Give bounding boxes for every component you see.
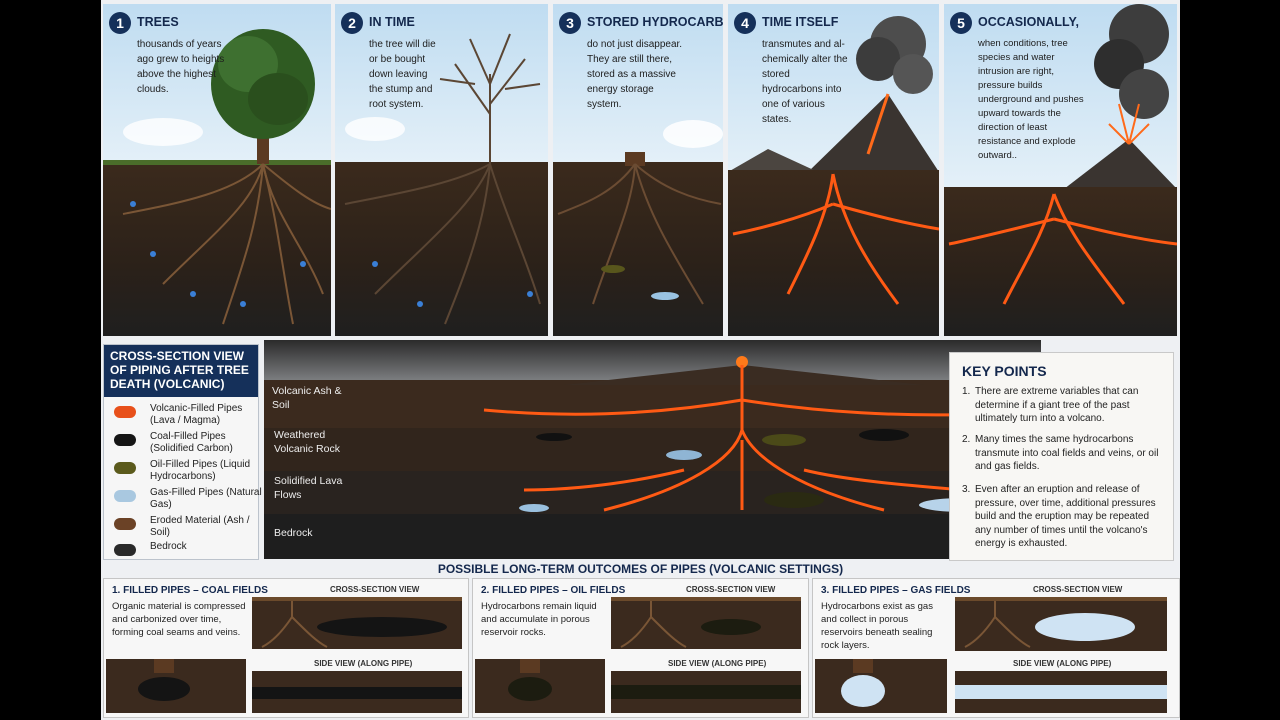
- key-points-title: KEY POINTS: [962, 363, 1047, 379]
- coal-side-label: SIDE VIEW (ALONG PIPE): [314, 659, 413, 668]
- panel-3-illustration: [553, 4, 723, 336]
- panel-occasionally: 5 OCCASIONALLY, when conditions, tree sp…: [944, 4, 1177, 336]
- coal-stump-illustration: [106, 659, 246, 713]
- panel-5-illustration: [944, 4, 1177, 336]
- panel-in-time: 2 IN TIME the tree will die or be bought…: [335, 4, 548, 336]
- panel-text-trees: thousands of years ago grew to heights a…: [137, 39, 225, 95]
- oil-side-view-illustration: [611, 671, 801, 713]
- oil-cross-section-illustration: [611, 597, 801, 649]
- panel-title-trees: TREES: [137, 15, 179, 29]
- infographic-sheet: 1 TREES thousands of years ago grew to h…: [101, 0, 1180, 720]
- coal-cross-section-illustration: [252, 597, 462, 649]
- panel-text-in-time: the tree will die or be bought down leav…: [369, 39, 436, 110]
- panel-text-occasionally: when conditions, tree species and water …: [978, 38, 1084, 161]
- outcome-title-gas: 3. FILLED PIPES – GAS FIELDS: [821, 585, 971, 596]
- panel-title-time-itself: TIME ITSELF: [762, 15, 839, 29]
- gas-stump-illustration: [815, 659, 947, 713]
- panel-title-stored-hydrocarbons: STORED HYDROCARBONS: [587, 15, 723, 29]
- gas-side-view-illustration: [955, 671, 1167, 713]
- lava-swatch-icon: [114, 406, 136, 418]
- step-number-4: 4: [734, 12, 756, 34]
- bedrock-swatch-icon: [114, 544, 136, 556]
- coal-swatch-icon: [114, 434, 136, 446]
- key-points-box: KEY POINTS 1. There are extreme variable…: [949, 352, 1174, 561]
- cross-section-title: CROSS-SECTION VIEW OF PIPING AFTER TREE …: [104, 345, 258, 397]
- panel-time-itself: 4 TIME ITSELF transmutes and al-chemical…: [728, 4, 939, 336]
- layer-label-ash-soil: Volcanic Ash & Soil: [272, 385, 342, 411]
- volcanic-cross-section: Volcanic Ash & Soil Weathered Volcanic R…: [264, 340, 1041, 559]
- panel-text-time-itself: transmutes and al-chemically alter the s…: [762, 39, 848, 125]
- panel-title-in-time: IN TIME: [369, 15, 415, 29]
- gas-cross-section-illustration: [955, 597, 1167, 651]
- oil-cross-label: CROSS-SECTION VIEW: [686, 585, 776, 594]
- panel-stored-hydrocarbons: 3 STORED HYDROCARBONS do not just disapp…: [553, 4, 723, 336]
- outcome-text-oil: Hydrocarbons remain liquid and accumulat…: [481, 601, 597, 638]
- gas-cross-label: CROSS-SECTION VIEW: [1033, 585, 1123, 594]
- cross-section-illustration: [264, 340, 1041, 559]
- outcome-title-coal: 1. FILLED PIPES – COAL FIELDS: [112, 585, 268, 596]
- coal-cross-label: CROSS-SECTION VIEW: [330, 585, 420, 594]
- outcome-text-gas: Hydrocarbons exist as gas and collect in…: [821, 601, 933, 651]
- outcome-oil-fields: 2. FILLED PIPES – OIL FIELDS Hydrocarbon…: [472, 578, 809, 718]
- outcome-coal-fields: 1. FILLED PIPES – COAL FIELDS Organic ma…: [103, 578, 469, 718]
- outcome-title-oil: 2. FILLED PIPES – OIL FIELDS: [481, 585, 626, 596]
- panel-1-illustration: [103, 4, 331, 336]
- cross-section-legend: CROSS-SECTION VIEW OF PIPING AFTER TREE …: [103, 344, 262, 560]
- panel-trees: 1 TREES thousands of years ago grew to h…: [103, 4, 331, 336]
- panel-4-illustration: [728, 4, 939, 336]
- panel-text-stored-hydrocarbons: do not just disappear. They are still th…: [587, 39, 683, 110]
- step-number-2: 2: [341, 12, 363, 34]
- coal-side-view-illustration: [252, 671, 462, 713]
- step-number-5: 5: [950, 12, 972, 34]
- oil-swatch-icon: [114, 462, 136, 474]
- panel-2-illustration: [335, 4, 548, 336]
- outcome-gas-fields: 3. FILLED PIPES – GAS FIELDS Hydrocarbon…: [812, 578, 1180, 718]
- gas-side-label: SIDE VIEW (ALONG PIPE): [1013, 659, 1112, 668]
- key-point-2: 2. Many times the same hydrocarbons tran…: [962, 434, 1159, 472]
- outcomes-title: POSSIBLE LONG-TERM OUTCOMES OF PIPES (VO…: [437, 562, 844, 576]
- layer-label-lava-flows: Solidified Lava Flows: [274, 475, 343, 501]
- layer-label-bedrock: Bedrock: [274, 527, 313, 539]
- panel-title-occasionally: OCCASIONALLY,: [978, 15, 1079, 29]
- gas-swatch-icon: [114, 490, 136, 502]
- oil-side-label: SIDE VIEW (ALONG PIPE): [668, 659, 767, 668]
- outcome-text-coal: Organic material is compressed and carbo…: [112, 601, 246, 638]
- key-point-3: 3. Even after an eruption and release of…: [962, 484, 1156, 549]
- eroded-swatch-icon: [114, 518, 136, 530]
- key-point-1: 1. There are extreme variables that can …: [962, 386, 1139, 424]
- step-number-3: 3: [559, 12, 581, 34]
- step-number-1: 1: [109, 12, 131, 34]
- layer-label-weathered-rock: Weathered Volcanic Rock: [274, 429, 340, 455]
- oil-stump-illustration: [475, 659, 605, 713]
